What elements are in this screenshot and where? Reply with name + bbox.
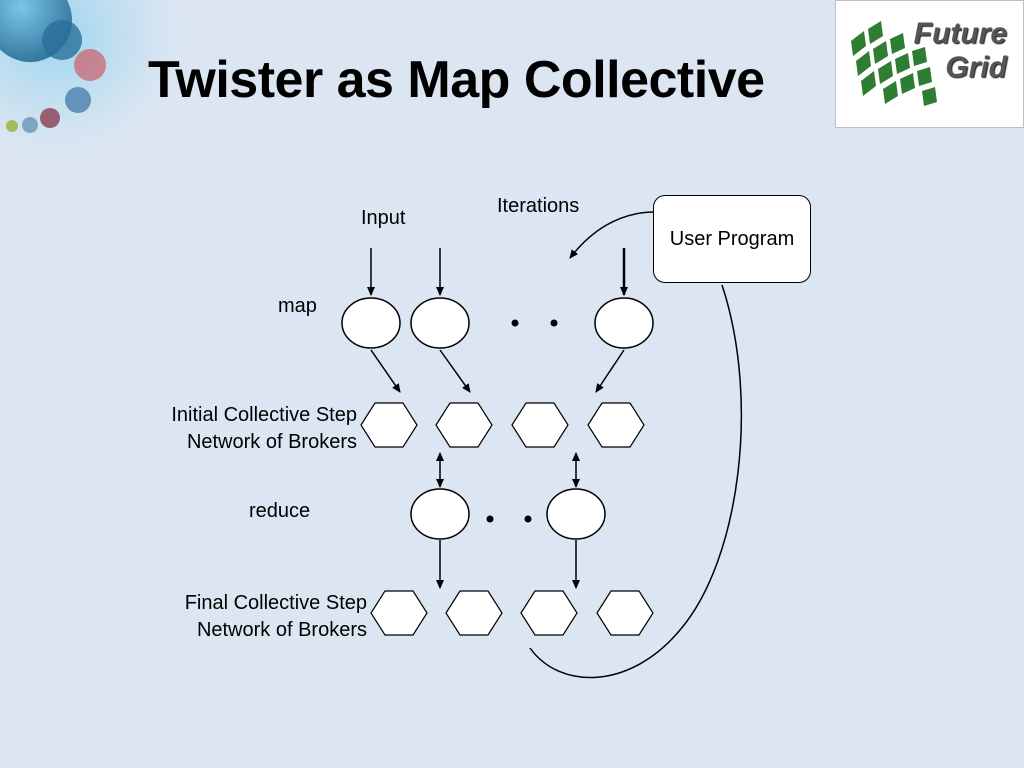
map-to-broker-arrow bbox=[595, 349, 625, 393]
reduce-node bbox=[546, 488, 606, 540]
ellipsis-dot bbox=[550, 319, 558, 327]
map-node bbox=[341, 297, 401, 349]
user-program-label: User Program bbox=[669, 227, 795, 250]
page-title: Twister as Map Collective bbox=[148, 51, 765, 109]
initial-broker-node bbox=[435, 402, 493, 448]
logo-text-line2: Grid bbox=[945, 51, 1007, 84]
reduce-node bbox=[410, 488, 470, 540]
ellipsis-dot bbox=[511, 319, 519, 327]
final-broker-node bbox=[596, 590, 654, 636]
reduce-label: reduce bbox=[249, 500, 311, 522]
ellipsis-dot bbox=[524, 515, 532, 523]
map-node bbox=[594, 297, 654, 349]
map-label: map bbox=[278, 295, 317, 317]
globe-decoration-icon bbox=[0, 0, 180, 170]
final-step-label-line1: Final Collective Step bbox=[184, 592, 367, 614]
iterations-label: Iterations bbox=[497, 195, 580, 217]
loop-back-curve bbox=[529, 284, 743, 679]
initial-broker-node bbox=[360, 402, 418, 448]
grid-logo-icon bbox=[851, 21, 937, 106]
map-node bbox=[410, 297, 470, 349]
initial-broker-node bbox=[587, 402, 645, 448]
map-to-broker-arrow bbox=[439, 349, 471, 393]
initial-broker-node bbox=[511, 402, 569, 448]
input-label: Input bbox=[361, 207, 406, 229]
iterations-arrow bbox=[569, 211, 656, 259]
final-broker-node bbox=[520, 590, 578, 636]
initial-step-label-line2: Network of Brokers bbox=[186, 431, 357, 453]
user-program-box[interactable]: User Program bbox=[653, 195, 811, 283]
initial-step-label-line1: Initial Collective Step bbox=[171, 404, 357, 426]
final-broker-node bbox=[370, 590, 428, 636]
map-to-broker-arrow bbox=[370, 349, 401, 393]
logo-text-line1: Future bbox=[913, 17, 1007, 50]
futuregrid-logo: Future Grid bbox=[835, 0, 1024, 128]
ellipsis-dot bbox=[486, 515, 494, 523]
final-broker-node bbox=[445, 590, 503, 636]
final-step-label-line2: Network of Brokers bbox=[196, 619, 367, 641]
